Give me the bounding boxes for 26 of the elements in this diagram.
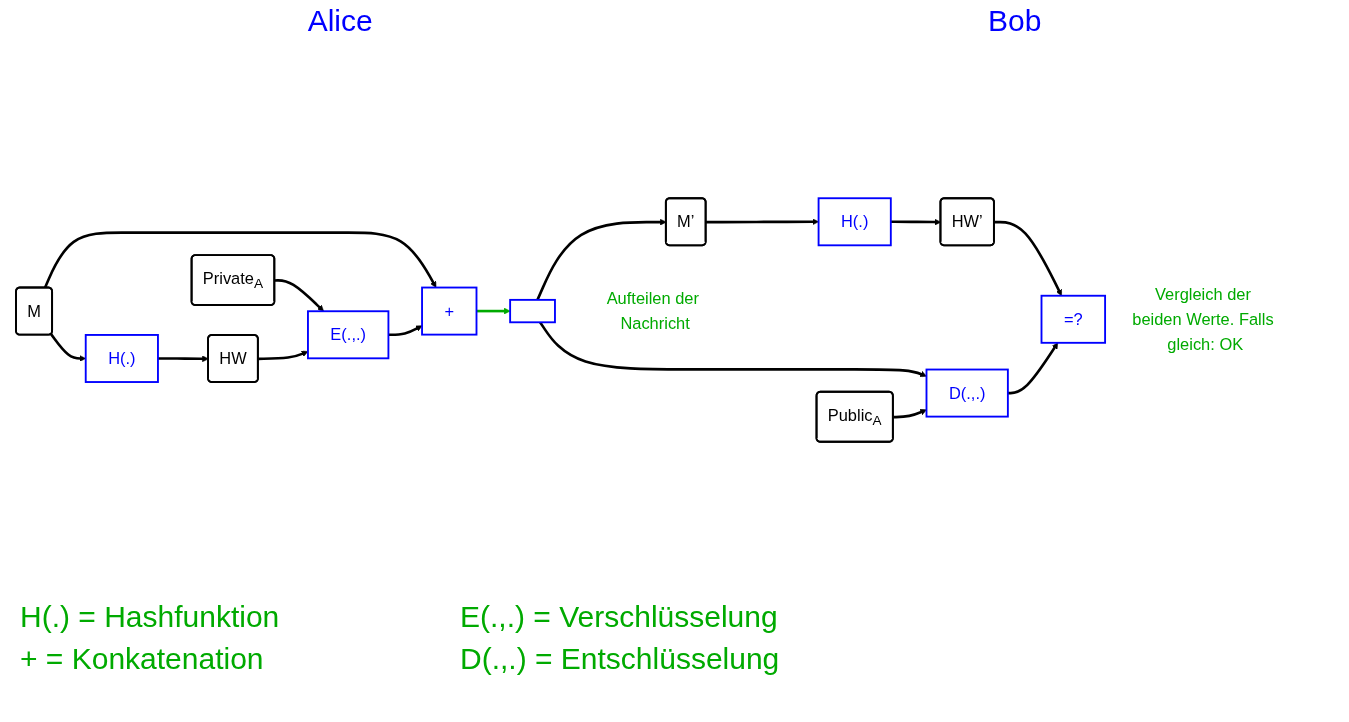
arrow (893, 409, 927, 419)
arrow (43, 231, 437, 289)
node-box: H(.) (817, 197, 892, 247)
arrow (539, 321, 927, 378)
node-box (509, 298, 556, 324)
legend-note: D(.,.) = Entschlüsselung (460, 642, 781, 676)
arrow (274, 279, 324, 312)
node-box: D(.,.) (925, 368, 1009, 418)
arrow (476, 307, 511, 315)
arrow (706, 218, 819, 226)
node-box: E(.,.) (307, 310, 390, 360)
node-label: Vergleich der beiden Werte. Falls gleich: OK (1132, 285, 1274, 354)
party-heading: Bob (987, 4, 1042, 38)
legend-note: + = Konkatenation (20, 642, 265, 676)
node-box: + (421, 286, 478, 336)
node-label: Aufteilen der Nachricht (606, 289, 699, 333)
arrow (994, 220, 1062, 297)
node-box: =? (1040, 294, 1107, 344)
party-heading: Alice (307, 4, 373, 38)
legend-note: H(.) = Hashfunktion (20, 600, 281, 634)
arrow (388, 325, 423, 337)
arrow (50, 333, 86, 362)
node-box: H(.) (84, 334, 159, 383)
arrow (157, 355, 209, 363)
legend-note: E(.,.) = Verschlüsselung (460, 600, 779, 634)
arrow (1007, 342, 1059, 395)
